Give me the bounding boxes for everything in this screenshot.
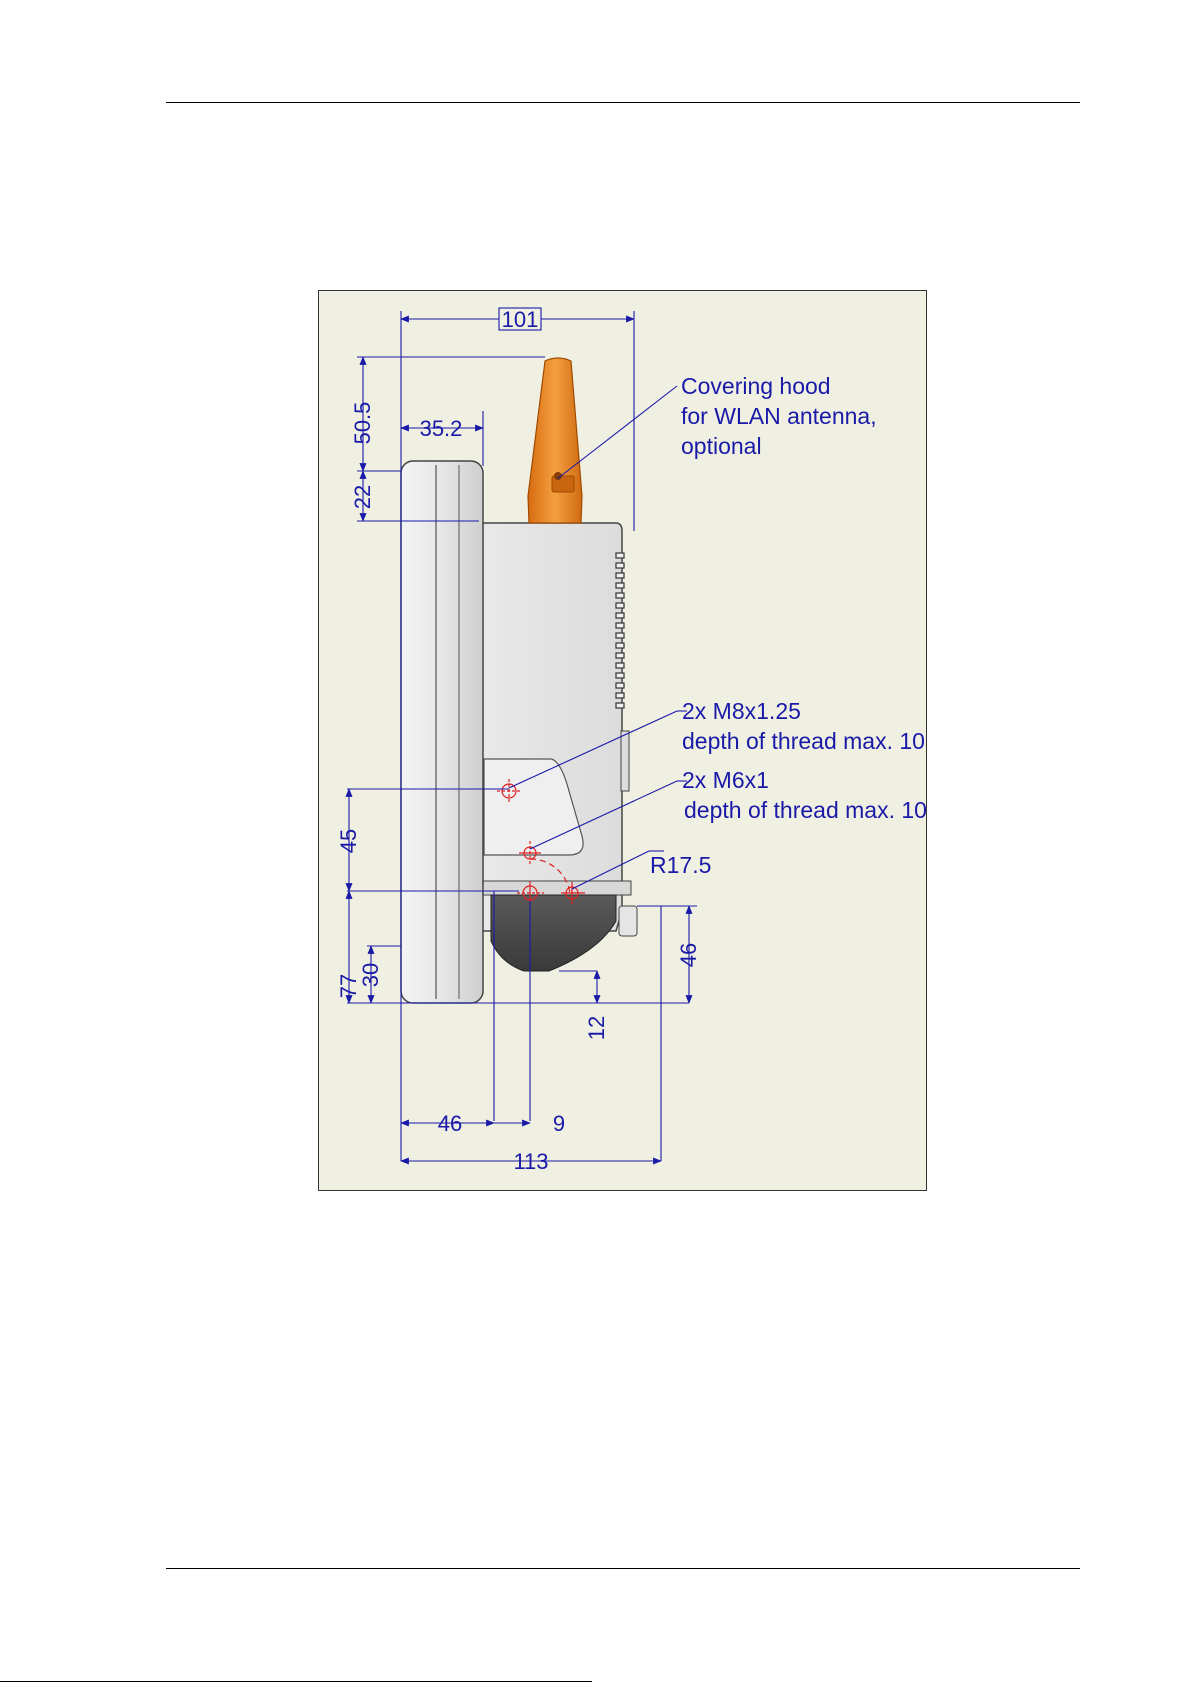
- callout-m6-line2: depth of thread max. 10: [684, 797, 926, 823]
- device-side-view: [401, 358, 637, 1003]
- callout-radius: R17.5: [650, 852, 711, 878]
- wlan-antenna: [528, 358, 582, 523]
- footer-rule: [166, 1568, 1080, 1569]
- callout-m6-line1: 2x M6x1: [682, 767, 769, 793]
- dim-width-total: 101: [502, 307, 539, 332]
- callout-m8-line1: 2x M8x1.25: [682, 698, 801, 724]
- front-frame: [401, 461, 483, 1003]
- callout-hood-line2: for WLAN antenna,: [681, 403, 877, 429]
- technical-drawing: 101 50.5 35.2 22 45 77 30 46 9 113 12 46…: [318, 290, 927, 1191]
- callout-hood-line3: optional: [681, 433, 762, 459]
- dim-base-height: 12: [584, 1016, 609, 1040]
- dim-hole-spacing: 45: [336, 829, 361, 853]
- dim-bottom-offset: 30: [358, 963, 383, 987]
- callout-m8-line2: depth of thread max. 10: [682, 728, 925, 754]
- bottom-connector: [619, 906, 637, 936]
- header-rule: [166, 102, 1080, 103]
- callout-hood-line1: Covering hood: [681, 373, 831, 399]
- dim-bracket-height: 46: [676, 943, 701, 967]
- footer-strip: [0, 1681, 592, 1682]
- dim-hole-offset: 9: [553, 1111, 565, 1136]
- mounting-bracket: [481, 881, 631, 895]
- dim-left-offset: 46: [438, 1111, 462, 1136]
- dim-top-offset: 22: [350, 485, 375, 509]
- rear-housing: [479, 523, 622, 931]
- dim-front-depth: 35.2: [420, 416, 463, 441]
- lower-block: [491, 895, 616, 971]
- dim-antenna-height: 50.5: [350, 402, 375, 445]
- right-connector: [621, 731, 629, 791]
- dim-depth-total: 113: [513, 1149, 548, 1174]
